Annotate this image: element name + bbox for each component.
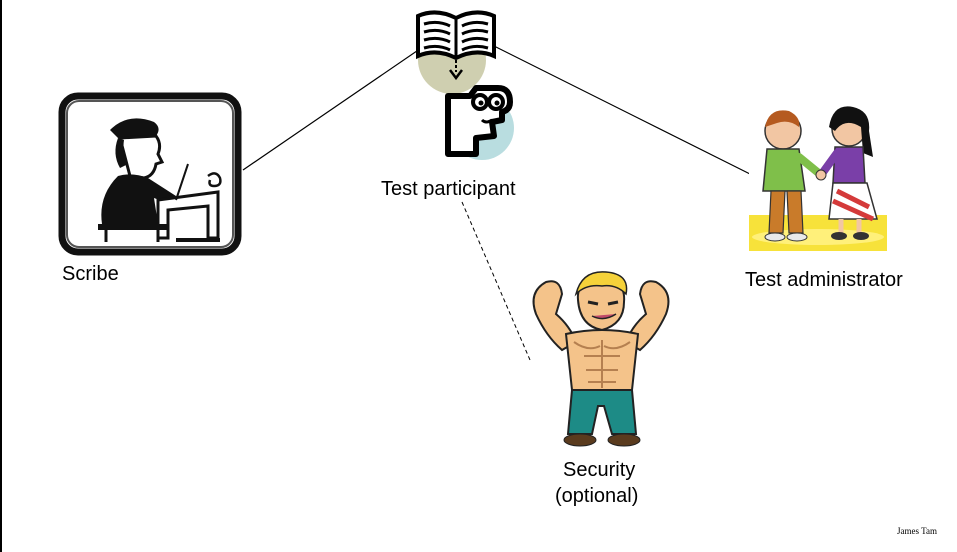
scribe-label: Scribe <box>62 263 119 285</box>
administrator-label: Test administrator <box>745 269 903 291</box>
left-border <box>0 0 2 552</box>
book-icon <box>416 10 496 94</box>
author-footer: James Tam <box>897 526 937 536</box>
thinking-face-icon <box>445 85 514 160</box>
scribe-writing-icon <box>58 92 242 256</box>
security-label: Security <box>563 459 636 481</box>
participant-label: Test participant <box>381 178 516 200</box>
handshake-kids-icon <box>749 87 887 251</box>
line-book-to-admin <box>485 41 753 176</box>
line-book-to-scribe <box>242 41 431 171</box>
line-participant-to-security <box>461 201 531 361</box>
security-optional-label: (optional) <box>555 485 639 507</box>
muscle-man-icon <box>532 271 670 447</box>
